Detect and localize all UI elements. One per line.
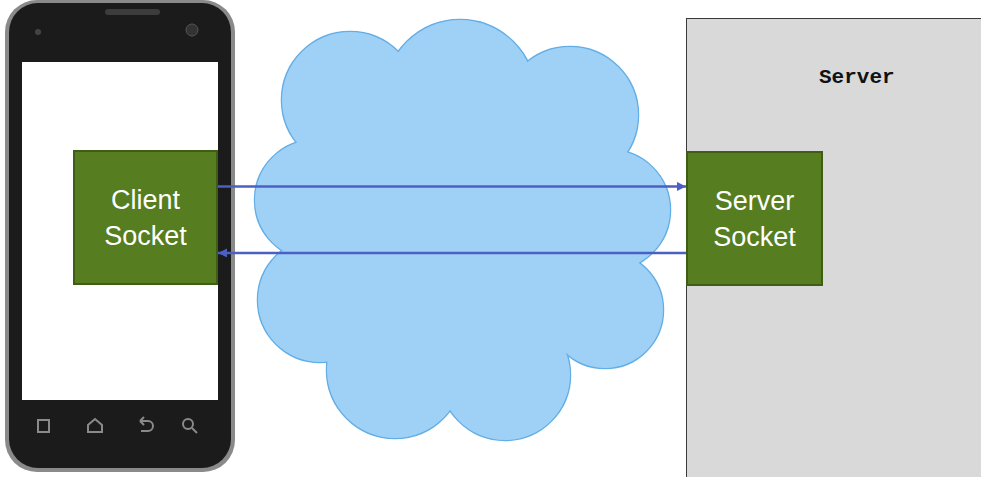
node-label: Server: [819, 66, 895, 89]
menu-button: [38, 420, 49, 432]
search-button: [183, 419, 193, 429]
phone-rim: [5, 0, 235, 472]
back-button: [140, 417, 153, 431]
phone-body: [9, 3, 231, 468]
phone-camera: [186, 24, 198, 36]
data-arrow: [218, 185, 686, 188]
server-panel: ServerServer Socket: [686, 18, 981, 477]
cloud-puff: [310, 80, 610, 380]
server-socket-box: Server Socket: [686, 151, 823, 286]
search-button: [192, 428, 197, 433]
phone-illustration: [5, 0, 235, 472]
node-label: Client Socket: [83, 182, 208, 254]
home-button: [88, 419, 102, 432]
phone-sensor: [35, 29, 41, 35]
cloud-puff: [310, 80, 610, 380]
phone-screen: [22, 62, 218, 400]
client-socket-box: Client Socket: [73, 150, 218, 285]
node-label: Server Socket: [696, 183, 813, 255]
network-cloud: [255, 20, 670, 440]
data-arrow: [218, 252, 686, 255]
phone-speaker: [105, 9, 160, 15]
